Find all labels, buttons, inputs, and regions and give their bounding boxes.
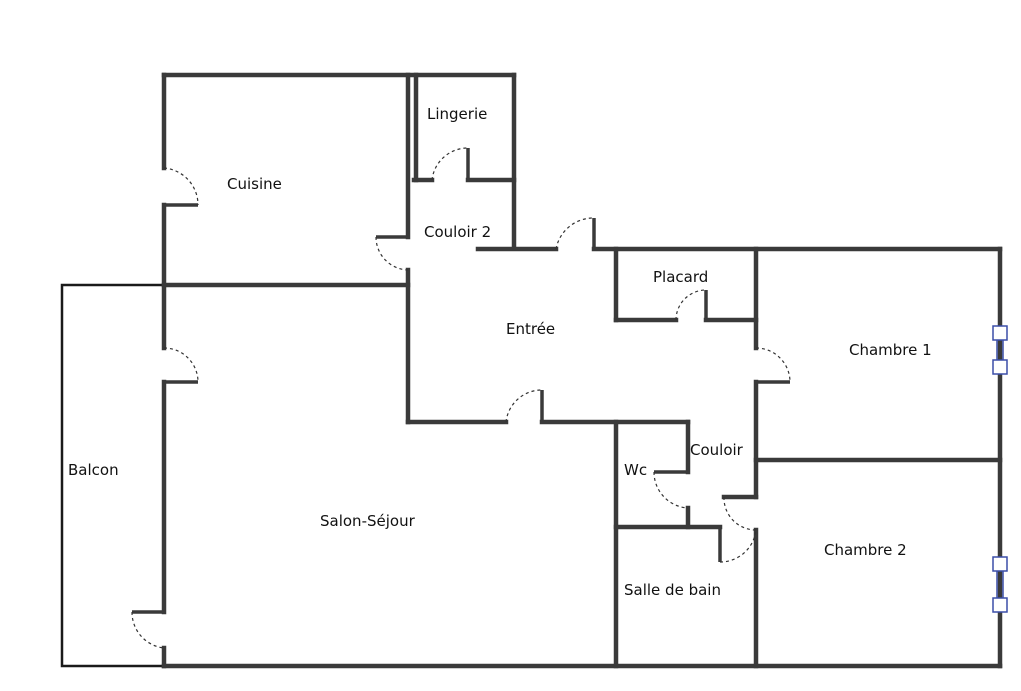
room-label-salon-sejour: Salon-Séjour [320, 512, 416, 530]
window-chambre-2 [992, 556, 1008, 613]
balcony-outline [60, 283, 200, 668]
room-label-chambre-1: Chambre 1 [849, 341, 932, 359]
room-label-entree: Entrée [506, 320, 555, 338]
room-label-couloir: Couloir [690, 441, 744, 459]
room-label-balcon: Balcon [68, 461, 119, 479]
room-labels: Lingerie Cuisine Couloir 2 Placard Entré… [68, 105, 932, 599]
doors [131, 147, 791, 649]
room-label-chambre-2: Chambre 2 [824, 541, 907, 559]
room-label-salle-de-bain: Salle de bain [624, 581, 721, 599]
walls [161, 72, 1003, 669]
windows [992, 325, 1008, 613]
room-label-lingerie: Lingerie [427, 105, 487, 123]
room-label-wc: Wc [624, 461, 647, 479]
room-label-placard: Placard [653, 268, 708, 286]
room-label-cuisine: Cuisine [227, 175, 282, 193]
room-label-couloir-2: Couloir 2 [424, 223, 491, 241]
window-chambre-1 [992, 325, 1008, 375]
